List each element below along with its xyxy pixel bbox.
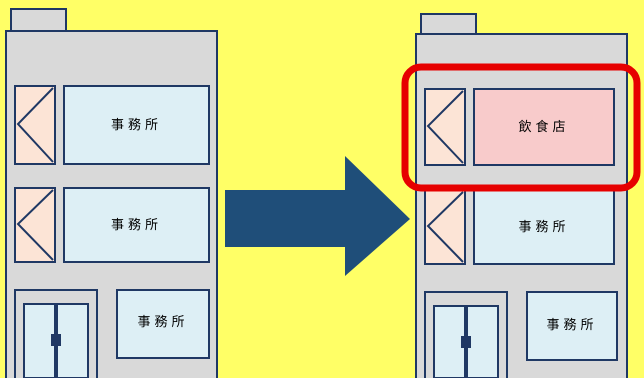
office-window bbox=[116, 289, 210, 359]
building-after-floor-1 bbox=[424, 291, 618, 378]
door-handle bbox=[51, 334, 54, 346]
office-window bbox=[63, 187, 210, 263]
office-window bbox=[473, 189, 615, 265]
before-floor-3-label: 事務所 bbox=[110, 118, 162, 133]
entrance-door-right bbox=[56, 303, 89, 378]
building-before-roof-box bbox=[10, 8, 67, 34]
stairwell-window bbox=[14, 187, 56, 263]
building-before-floor-2 bbox=[14, 187, 210, 263]
stairwell-window bbox=[424, 88, 466, 166]
stair-icon bbox=[426, 191, 464, 263]
office-window bbox=[526, 291, 618, 361]
stair-icon bbox=[426, 90, 464, 164]
restaurant-window bbox=[473, 88, 615, 166]
building-before bbox=[5, 8, 218, 378]
before-floor-1-label: 事務所 bbox=[137, 315, 189, 330]
stairwell-window bbox=[424, 189, 466, 265]
stair-icon bbox=[16, 87, 54, 163]
entrance-door-right bbox=[466, 305, 499, 378]
door-handle bbox=[461, 336, 464, 348]
after-floor-2-label: 事務所 bbox=[518, 220, 570, 235]
after-floor-3-label: 飲食店 bbox=[518, 120, 570, 135]
building-after-floor-3 bbox=[424, 88, 615, 166]
building-before-floor-3 bbox=[14, 85, 210, 165]
after-floor-1-label: 事務所 bbox=[546, 318, 598, 333]
door-handle bbox=[468, 336, 471, 348]
building-before-floor-1 bbox=[14, 289, 210, 378]
entrance-door-left bbox=[433, 305, 466, 378]
before-floor-2-label: 事務所 bbox=[110, 218, 162, 233]
entrance-door-left bbox=[23, 303, 56, 378]
building-after-roof-box bbox=[420, 13, 477, 37]
door-handle bbox=[58, 334, 61, 346]
conversion-arrow bbox=[225, 156, 410, 276]
stair-icon bbox=[16, 189, 54, 261]
building-after bbox=[401, 13, 641, 378]
highlight-box bbox=[401, 63, 641, 192]
building-after-floor-2 bbox=[424, 189, 615, 265]
stairwell-window bbox=[14, 85, 56, 165]
office-window bbox=[63, 85, 210, 165]
